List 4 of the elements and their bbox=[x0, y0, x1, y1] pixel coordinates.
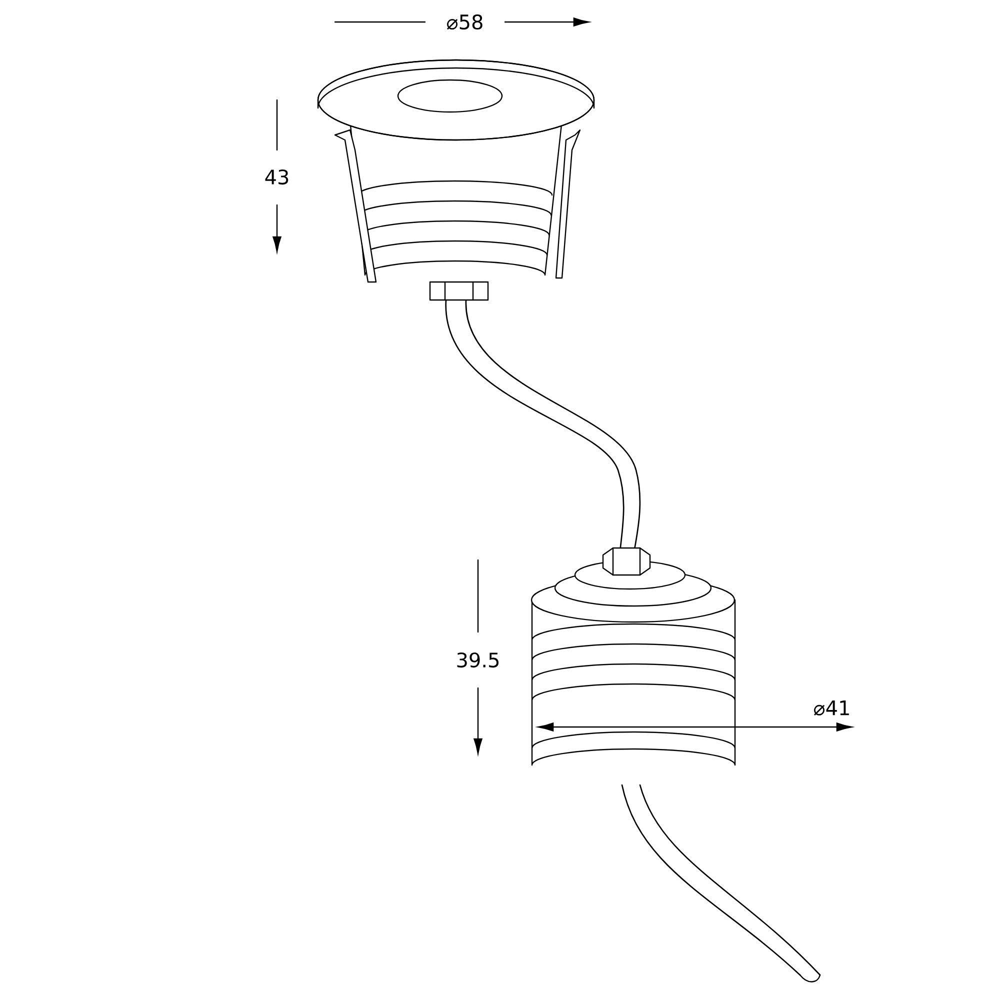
dimension-label: 43 bbox=[265, 169, 288, 185]
dimension-label: ⌀41 bbox=[814, 700, 849, 716]
dimension-label: 39.5 bbox=[457, 652, 499, 668]
dimension-label: ⌀58 bbox=[447, 14, 482, 30]
